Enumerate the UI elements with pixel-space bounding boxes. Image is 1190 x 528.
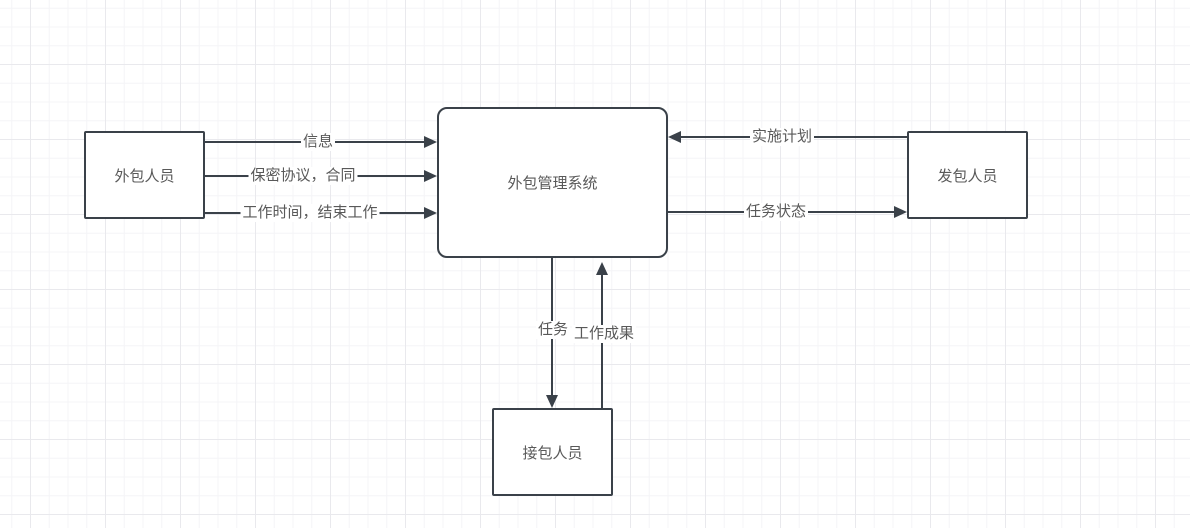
edge-label[interactable]: 工作时间，结束工作	[240, 204, 380, 222]
node-contract-receiving-staff[interactable]: 接包人员	[492, 408, 613, 496]
arrowhead-up-icon	[596, 262, 608, 275]
node-label: 发包人员	[937, 167, 998, 185]
edge-label[interactable]: 信息	[300, 133, 336, 151]
edge-label[interactable]: 工作成果	[571, 325, 637, 343]
node-label: 外包管理系统	[507, 175, 598, 192]
node-label: 接包人员	[522, 444, 583, 462]
arrowhead-right-icon	[424, 207, 437, 219]
arrowhead-right-icon	[424, 170, 437, 182]
arrowhead-left-icon	[668, 131, 681, 143]
edge-label[interactable]: 任务	[535, 321, 571, 339]
edge-label[interactable]: 实施计划	[749, 128, 815, 146]
node-outsourced-staff[interactable]: 外包人员	[84, 131, 205, 219]
edge-label[interactable]: 保密协议，合同	[248, 167, 358, 185]
arrowhead-right-icon	[424, 136, 437, 148]
arrowhead-down-icon	[546, 395, 558, 408]
node-outsourcing-management-system[interactable]: 外包管理系统	[437, 107, 668, 258]
edge-label[interactable]: 任务状态	[743, 203, 809, 221]
node-contract-awarding-staff[interactable]: 发包人员	[907, 131, 1028, 219]
arrowhead-right-icon	[894, 206, 907, 218]
node-label: 外包人员	[114, 167, 175, 185]
